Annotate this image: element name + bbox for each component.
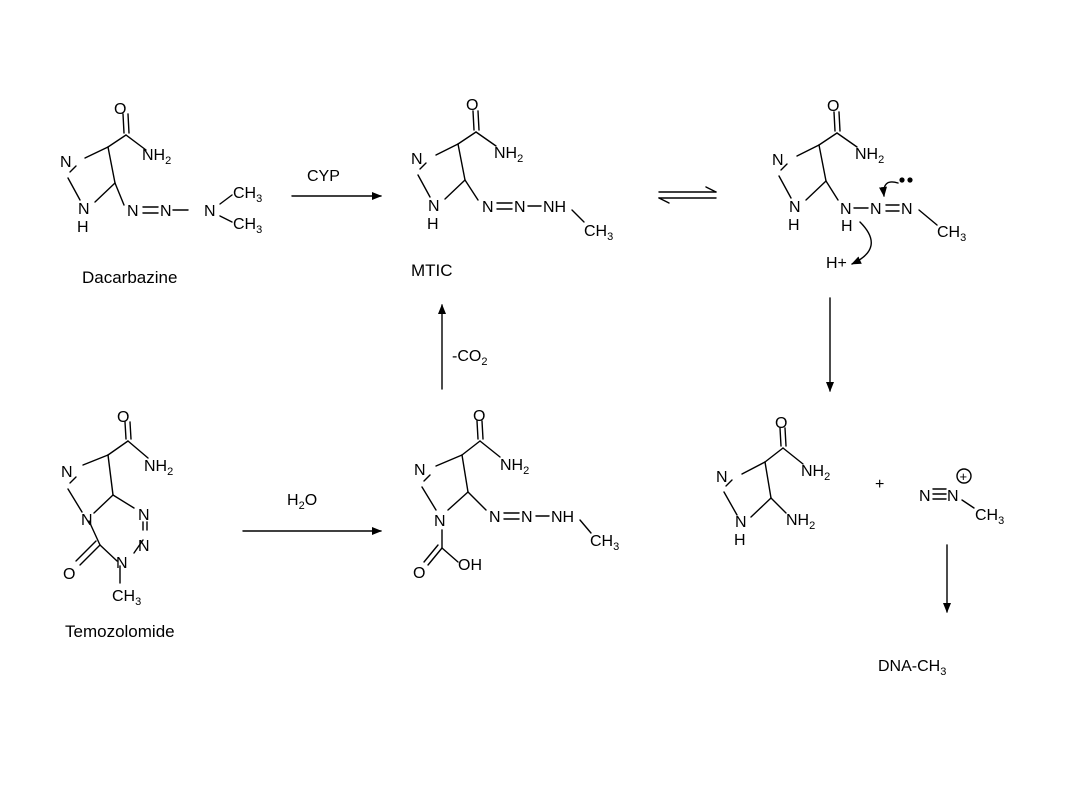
co2-label: -CO2	[452, 348, 487, 368]
atom-label: H	[734, 532, 746, 549]
atom-label: N	[947, 488, 959, 505]
atom-label: O	[466, 97, 478, 114]
atom-label: N	[840, 201, 852, 218]
atom-label: H	[841, 218, 853, 235]
atom-label: O	[117, 409, 129, 426]
atom-label: NH2	[500, 457, 529, 477]
mtic-structure: O NH2 N N H N N NH CH3	[411, 97, 613, 243]
atom-label: CH3	[584, 223, 613, 243]
atom-label: N	[428, 198, 440, 215]
temozolomide-label: Temozolomide	[65, 622, 175, 641]
atom-label: N	[482, 199, 494, 216]
h2o-label: H2O	[287, 492, 317, 512]
atom-label: N	[870, 201, 882, 218]
atom-label: N	[514, 199, 526, 216]
atom-label: O	[63, 566, 75, 583]
atom-label: H	[427, 216, 439, 233]
atom-label: OH	[458, 557, 482, 574]
atom-label: N	[521, 509, 533, 526]
atom-label: N	[716, 469, 728, 486]
atom-label: N	[138, 507, 150, 524]
atom-label: N	[60, 154, 72, 171]
atom-label: NH	[543, 199, 566, 216]
atom-label: N	[414, 462, 426, 479]
dacarbazine-structure: O NH2 N N H N N N CH3 CH3	[60, 101, 262, 236]
atom-label: N	[204, 203, 216, 220]
atom-label: N	[919, 488, 931, 505]
atom-label: NH2	[786, 512, 815, 532]
atom-label: N	[411, 151, 423, 168]
atom-label: CH3	[937, 224, 966, 244]
tautomer-structure: O NH2 N N H N H N N CH3	[772, 98, 966, 265]
atom-label: H	[77, 219, 89, 236]
atom-label: CH3	[233, 216, 262, 236]
atom-label: N	[78, 201, 90, 218]
atom-label: H	[788, 217, 800, 234]
atom-label: CH3	[590, 533, 619, 553]
atom-label: N	[61, 464, 73, 481]
atom-label: NH2	[142, 147, 171, 167]
carboxylic-acid-intermediate-structure: O NH2 N N N N NH CH3 O OH	[413, 408, 619, 582]
atom-label: N	[81, 512, 93, 529]
temozolomide-structure: O NH2 N N N N N O CH3	[61, 409, 173, 608]
plus-sign: +	[875, 476, 884, 493]
atom-label: O	[775, 415, 787, 432]
atom-label: N	[901, 201, 913, 218]
atom-label: CH3	[975, 507, 1004, 527]
atom-label: N	[789, 199, 801, 216]
atom-label: N	[127, 203, 139, 220]
h-plus-label: H+	[826, 255, 847, 272]
atom-label: O	[114, 101, 126, 118]
atom-label: NH	[551, 509, 574, 526]
atom-label: O	[827, 98, 839, 115]
methyldiazonium-structure: N N + CH3	[919, 468, 1004, 527]
atom-label: N	[160, 203, 172, 220]
atom-label: O	[473, 408, 485, 425]
atom-label: CH3	[233, 185, 262, 205]
atom-label: NH2	[801, 463, 830, 483]
atom-label: N	[489, 509, 501, 526]
atom-label: N	[116, 555, 128, 572]
equilibrium-arrow	[658, 186, 717, 204]
atom-label: NH2	[855, 146, 884, 166]
mtic-label: MTIC	[411, 261, 453, 280]
cyp-label: CYP	[307, 168, 340, 185]
dacarbazine-label: Dacarbazine	[82, 268, 177, 287]
atom-label: N	[138, 538, 150, 555]
atom-label: N	[735, 514, 747, 531]
atom-label: NH2	[144, 458, 173, 478]
atom-label: CH3	[112, 588, 141, 608]
atom-label: NH2	[494, 145, 523, 165]
atom-label: O	[413, 565, 425, 582]
dna-methyl-label: DNA-CH3	[878, 658, 946, 678]
atom-label: N	[434, 513, 446, 530]
atom-label: N	[772, 152, 784, 169]
charge-label: +	[960, 469, 968, 484]
aic-structure: O NH2 N N H NH2	[716, 415, 830, 549]
